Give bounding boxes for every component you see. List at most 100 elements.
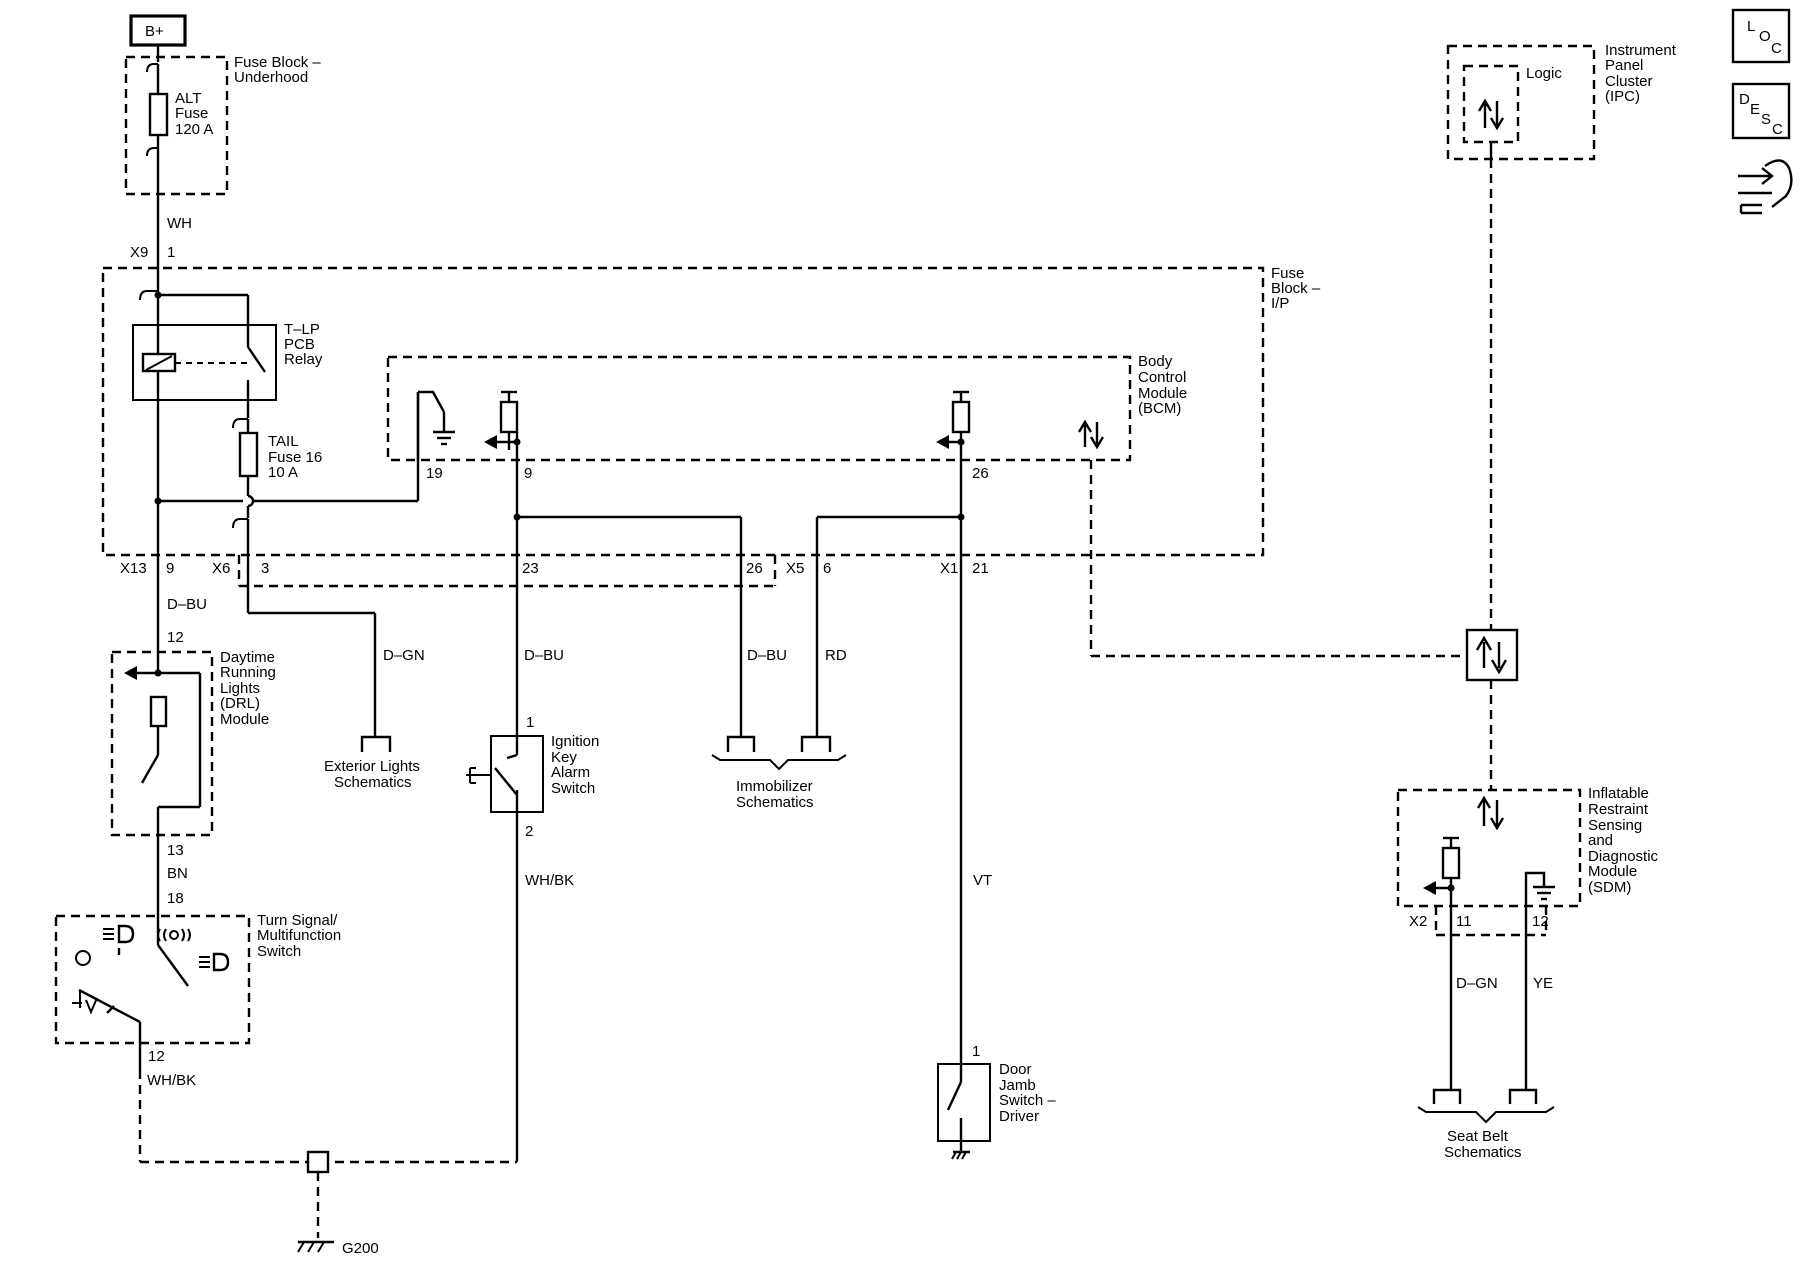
wrench-hand-icon[interactable] — [1738, 159, 1793, 215]
svg-text:Running: Running — [220, 664, 276, 681]
svg-text:1: 1 — [526, 714, 534, 731]
svg-text:Module: Module — [1588, 863, 1637, 880]
svg-text:Module: Module — [1138, 385, 1187, 402]
svg-text:18: 18 — [167, 890, 184, 907]
svg-text:Switch: Switch — [257, 943, 301, 960]
svg-text:Fuse 16: Fuse 16 — [268, 449, 322, 466]
svg-text:X9: X9 — [130, 244, 148, 261]
svg-text:Block –: Block – — [1271, 280, 1321, 297]
svg-text:Driver: Driver — [999, 1108, 1039, 1125]
serial-data-gateway — [1465, 628, 1519, 682]
svg-text:Daytime: Daytime — [220, 649, 275, 666]
svg-text:L: L — [1747, 18, 1755, 35]
seat-belt-schematics-ref[interactable]: Seat Belt Schematics — [1417, 1088, 1555, 1161]
svg-text:RD: RD — [825, 647, 847, 664]
svg-text:Instrument: Instrument — [1605, 42, 1677, 59]
t-lp-relay: T–LP PCB Relay — [132, 321, 323, 401]
svg-text:WH/BK: WH/BK — [525, 872, 574, 889]
svg-text:(IPC): (IPC) — [1605, 88, 1640, 105]
svg-text:BN: BN — [167, 865, 188, 882]
svg-text:Relay: Relay — [284, 351, 323, 368]
svg-text:TAIL: TAIL — [268, 433, 299, 450]
svg-text:Control: Control — [1138, 369, 1186, 386]
svg-text:Underhood: Underhood — [234, 69, 308, 86]
svg-text:(BCM): (BCM) — [1138, 400, 1181, 417]
fuse-block-underhood: Fuse Block – Underhood ALT Fuse 120 A — [124, 54, 321, 196]
svg-text:12: 12 — [167, 629, 184, 646]
exterior-lights-schematics-ref[interactable]: Exterior Lights Schematics — [324, 735, 420, 791]
tail-fuse: TAIL Fuse 16 10 A — [238, 431, 322, 481]
b-plus-supply: B+ — [129, 14, 187, 47]
description-icon[interactable]: D E S C — [1731, 82, 1791, 140]
svg-text:Logic: Logic — [1526, 65, 1562, 82]
svg-text:9: 9 — [166, 560, 174, 577]
svg-text:WH: WH — [167, 215, 192, 232]
svg-text:Exterior Lights: Exterior Lights — [324, 758, 420, 775]
svg-text:Turn Signal/: Turn Signal/ — [257, 912, 338, 929]
svg-text:Restraint: Restraint — [1588, 801, 1649, 818]
high-beam-icon — [199, 952, 230, 972]
svg-text:X13: X13 — [120, 560, 147, 577]
door-jamb-switch-driver: 1 Door Jamb Switch – Driver — [937, 1043, 1056, 1160]
svg-text:23: 23 — [522, 560, 539, 577]
turn-signal-multifunction-switch: Turn Signal/ Multifunction Switch — [54, 912, 341, 1045]
svg-text:(DRL): (DRL) — [220, 695, 260, 712]
bcm-module: Body Control Module (BCM) 19 9 26 — [386, 353, 1187, 482]
svg-text:Seat Belt: Seat Belt — [1447, 1128, 1509, 1145]
svg-text:Diagnostic: Diagnostic — [1588, 848, 1659, 865]
svg-text:O: O — [1759, 28, 1771, 45]
svg-text:1: 1 — [167, 244, 175, 261]
svg-text:YE: YE — [1533, 975, 1553, 992]
svg-text:11: 11 — [1456, 913, 1472, 930]
svg-text:PCB: PCB — [284, 336, 315, 353]
svg-text:S: S — [1761, 111, 1771, 128]
svg-text:12: 12 — [1532, 913, 1549, 930]
ground-g200: G200 — [297, 1150, 379, 1257]
svg-text:C: C — [1771, 40, 1782, 57]
svg-text:26: 26 — [746, 560, 763, 577]
svg-text:Schematics: Schematics — [1444, 1144, 1522, 1161]
low-beam-icon — [103, 924, 135, 955]
svg-text:(SDM): (SDM) — [1588, 879, 1631, 896]
svg-text:2: 2 — [525, 823, 533, 840]
location-icon[interactable]: L O C — [1731, 8, 1791, 64]
svg-text:Key: Key — [551, 749, 577, 766]
svg-text:1: 1 — [972, 1043, 980, 1060]
svg-text:Fuse: Fuse — [175, 105, 208, 122]
svg-text:Lights: Lights — [220, 680, 260, 697]
svg-text:WH/BK: WH/BK — [147, 1072, 196, 1089]
svg-text:Inflatable: Inflatable — [1588, 785, 1649, 802]
svg-text:Body: Body — [1138, 353, 1173, 370]
svg-text:X6: X6 — [212, 560, 230, 577]
svg-text:21: 21 — [972, 560, 989, 577]
svg-text:Door: Door — [999, 1061, 1032, 1078]
svg-text:B+: B+ — [145, 23, 164, 40]
sdm-module: Inflatable Restraint Sensing and Diagnos… — [1396, 785, 1659, 1090]
svg-text:D–GN: D–GN — [1456, 975, 1498, 992]
svg-text:C: C — [1772, 121, 1783, 138]
svg-text:E: E — [1750, 101, 1760, 118]
svg-text:D–BU: D–BU — [747, 647, 787, 664]
immobilizer-schematics-ref[interactable]: Immobilizer Schematics — [711, 735, 847, 811]
svg-text:10 A: 10 A — [268, 464, 298, 481]
svg-text:Sensing: Sensing — [1588, 817, 1642, 834]
svg-text:12: 12 — [148, 1048, 165, 1065]
svg-text:Fuse: Fuse — [1271, 265, 1304, 282]
svg-text:Multifunction: Multifunction — [257, 927, 341, 944]
svg-text:120 A: 120 A — [175, 121, 213, 138]
ipc-module: Logic Instrument Panel Cluster (IPC) — [1446, 42, 1677, 161]
svg-text:T–LP: T–LP — [284, 321, 320, 338]
svg-text:3: 3 — [261, 560, 269, 577]
parking-lamp-icon — [157, 928, 191, 942]
alt-fuse-symbol — [148, 92, 169, 137]
svg-text:Immobilizer: Immobilizer — [736, 778, 813, 795]
svg-text:X1: X1 — [940, 560, 958, 577]
svg-text:D–GN: D–GN — [383, 647, 425, 664]
flash-to-pass-icon — [72, 990, 98, 1015]
svg-text:Switch –: Switch – — [999, 1092, 1056, 1109]
svg-text:Fuse Block –: Fuse Block – — [234, 54, 321, 71]
svg-text:6: 6 — [823, 560, 831, 577]
ignition-key-alarm-switch: 1 2 Ignition Key Alarm Switch — [466, 714, 599, 840]
